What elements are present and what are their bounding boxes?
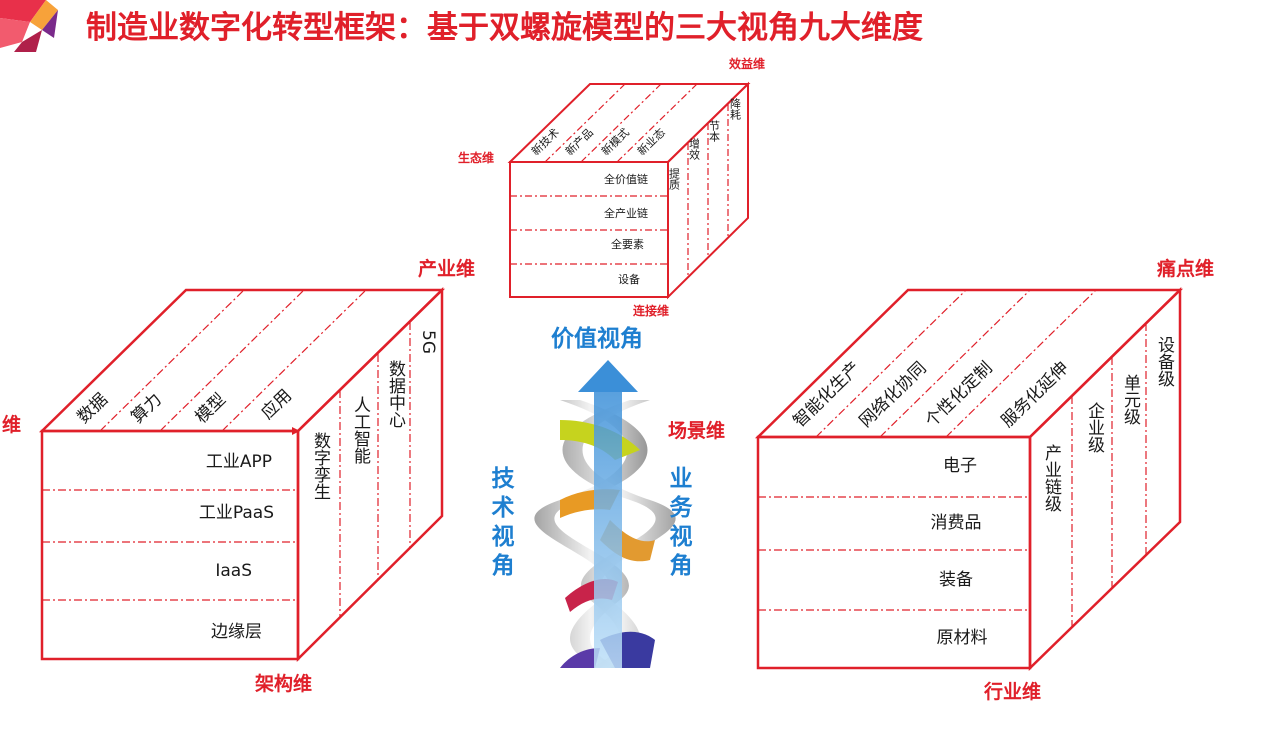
top-cube-top-item: 新产品 [562, 125, 595, 158]
right-cube-top-item: 服务化延伸 [998, 358, 1073, 431]
right-cube-front-rows: 电子 消费品 装备 原材料 [931, 456, 988, 648]
double-helix-icon [534, 360, 675, 668]
left-cube-top-item: 模型 [192, 390, 230, 428]
top-cube-connect-label: 连接维 [633, 303, 669, 318]
business-view-label: 业务视角 [665, 466, 693, 582]
left-cube-arch-label: 架构维 [254, 672, 312, 695]
left-cube-side-item: 数字孪生 [310, 432, 331, 500]
top-cube-row: 全价值链 [604, 172, 648, 186]
left-cube-top-item: 算力 [128, 390, 166, 428]
right-cube-row: 电子 [943, 456, 977, 476]
right-cube-side-item: 企业级 [1084, 402, 1105, 453]
right-cube-side-item: 单元级 [1120, 374, 1141, 425]
corner-logo-icon [0, 0, 58, 52]
right-cube-pain-label: 痛点维 [1157, 257, 1214, 280]
page-title: 制造业数字化转型框架：基于双螺旋模型的三大视角九大维度 [86, 10, 923, 46]
top-cube-side-item: 降耗 [729, 97, 742, 120]
top-cube-effect-label: 效益维 [729, 56, 765, 71]
left-cube-row: 工业APP [206, 452, 272, 472]
left-cube-side-item: 5G [418, 330, 438, 354]
top-cube-row: 全要素 [611, 237, 644, 251]
value-view-label: 价值视角 [551, 325, 643, 352]
tech-view-label: 技术视角 [487, 466, 515, 582]
right-cube-top-item: 个性化定制 [922, 358, 997, 431]
left-cube-industry-label: 产业维 [418, 257, 475, 280]
left-cube-side-item: 数据中心 [385, 360, 406, 428]
right-cube-top-face [758, 290, 1180, 437]
right-cube-row: 原材料 [937, 628, 988, 648]
right-cube [758, 290, 1180, 668]
top-cube-side-item: 节本 [708, 120, 721, 143]
right-cube-side-item: 设备级 [1154, 336, 1175, 387]
left-cube-row: IaaS [215, 561, 252, 581]
top-cube-top-item: 新模式 [598, 125, 631, 158]
right-cube-top-item: 网络化协同 [856, 358, 931, 431]
left-cube [42, 290, 442, 659]
top-cube-top-item: 新技术 [528, 125, 561, 158]
top-cube-row: 全产业链 [604, 206, 648, 220]
left-cube-top-item: 应用 [258, 386, 296, 424]
top-cube-front-rows: 全价值链 全产业链 全要素 设备 [604, 172, 648, 286]
top-cube-top-items: 新技术 新产品 新模式 新业态 [528, 125, 667, 158]
top-cube-side-item: 增效 [688, 137, 701, 161]
top-cube-side-item: 提质 [668, 168, 681, 190]
left-cube-row: 边缘层 [211, 622, 262, 642]
top-cube-side-items: 提质 增效 节本 降耗 [668, 97, 742, 190]
left-cube-row: 工业PaaS [199, 503, 274, 523]
right-cube-side-item: 产业链级 [1041, 444, 1062, 512]
right-cube-trade-label: 行业维 [983, 680, 1041, 703]
left-cube-side-item: 人工智能 [350, 396, 371, 465]
left-cut-label: 维 [2, 413, 21, 436]
top-cube-row: 设备 [618, 272, 640, 286]
left-cube-front-rows: 工业APP 工业PaaS IaaS 边缘层 [199, 452, 274, 642]
top-cube-top-item: 新业态 [634, 125, 667, 158]
top-cube-ecology-label: 生态维 [458, 150, 494, 165]
right-cube-row: 消费品 [931, 513, 982, 533]
right-cube-row: 装备 [939, 570, 973, 590]
right-cube-front-face [758, 437, 1030, 668]
scene-dim-label: 场景维 [668, 419, 725, 442]
